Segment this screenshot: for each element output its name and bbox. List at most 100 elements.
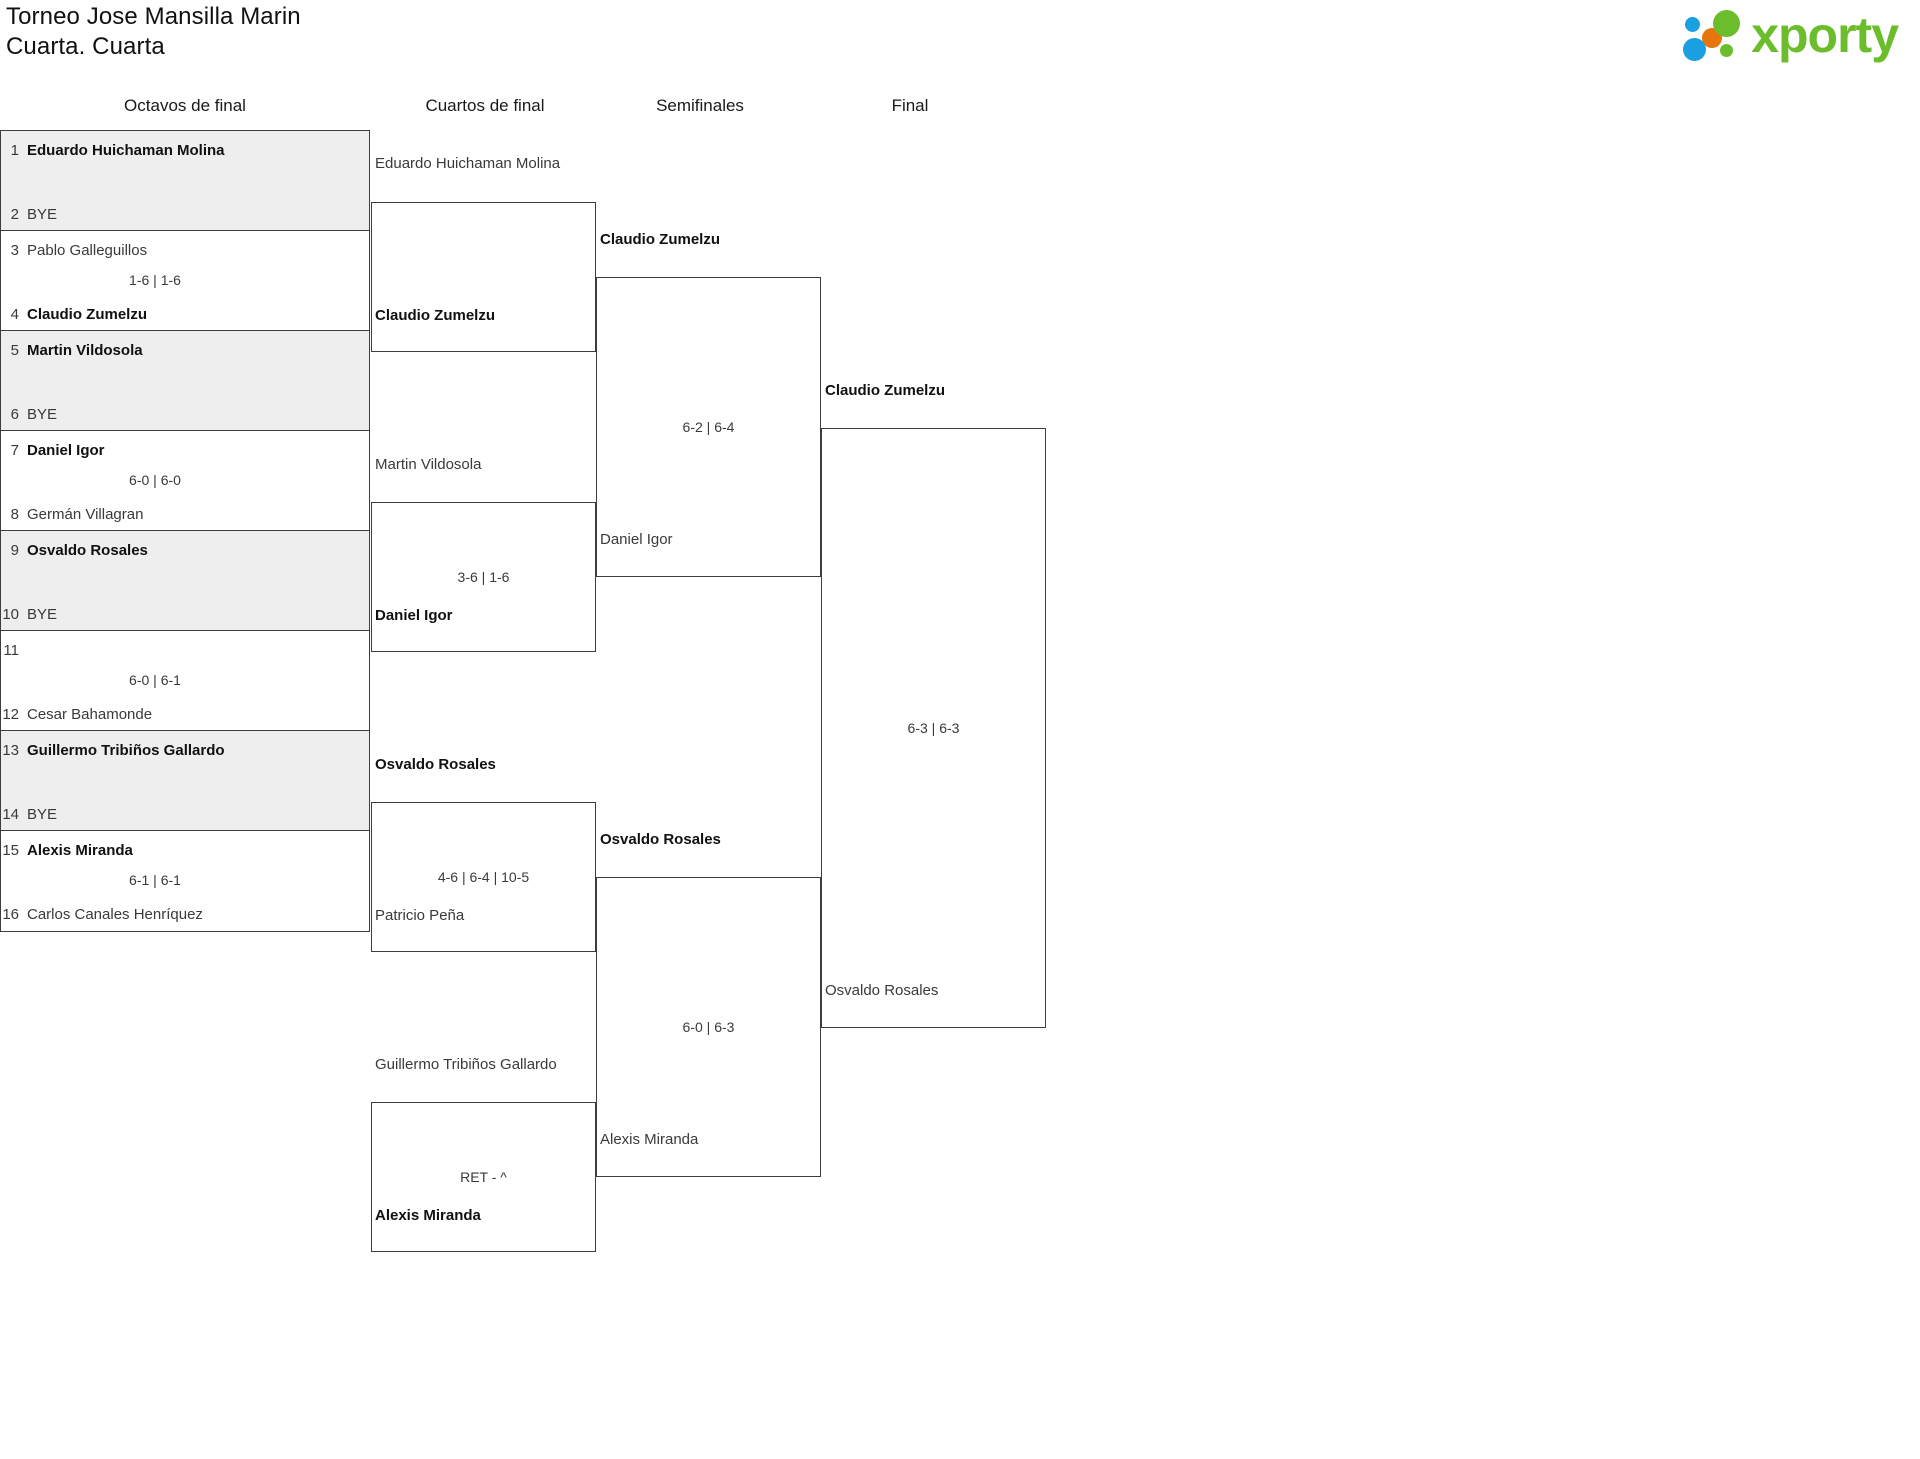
seed-number: 1 [10, 141, 19, 159]
qf-box-2[interactable]: 3-6 | 1-6 [371, 502, 596, 652]
seed-number: 3 [10, 241, 19, 259]
qf-player-top-1: Eduardo Huichaman Molina [375, 155, 561, 172]
player-name: Guillermo Tribiños Gallardo [27, 741, 225, 759]
seed-number: 6 [10, 405, 19, 423]
round1-slot-6[interactable]: 6 BYE [1, 404, 369, 424]
round1-score [1, 572, 369, 590]
qf-box-1[interactable] [371, 202, 596, 352]
qf-player-bot-4: Alexis Miranda [375, 1207, 481, 1224]
round1-slot-5[interactable]: 5 Martin Vildosola [1, 340, 369, 360]
xporty-wordmark: xporty [1751, 7, 1899, 63]
round1-slot-4[interactable]: 4 Claudio Zumelzu [1, 304, 369, 324]
round-header-octavos: Octavos de final [124, 96, 246, 115]
sf-player-top-2: Osvaldo Rosales [600, 831, 721, 848]
round-header-cuartos: Cuartos de final [425, 96, 545, 115]
round1-score [1, 772, 369, 790]
sf-player-bot-2: Alexis Miranda [600, 1131, 699, 1148]
round1-slot-2[interactable]: 2 BYE [1, 204, 369, 224]
seed-number: 9 [10, 541, 19, 559]
seed-number: 7 [10, 441, 19, 459]
round1-match-7[interactable]: 13 Guillermo Tribiños Gallardo 14 BYE [1, 731, 369, 831]
final-player-top: Claudio Zumelzu [825, 382, 945, 399]
tournament-title: Torneo Jose Mansilla Marin [6, 3, 301, 30]
qf-player-top-4: Guillermo Tribiños Gallardo [375, 1056, 557, 1073]
seed-number: 2 [10, 205, 19, 223]
final-score: 6-3 | 6-3 [907, 720, 960, 736]
sf-score-2: 6-0 | 6-3 [682, 1019, 735, 1035]
round1-match-8[interactable]: 15 Alexis Miranda 6-1 | 6-1 16 Carlos Ca… [1, 831, 369, 931]
round1-match-6[interactable]: 11 6-0 | 6-1 12 Cesar Bahamonde [1, 631, 369, 731]
round1-slot-8[interactable]: 8 Germán Villagran [1, 504, 369, 524]
player-name: Daniel Igor [27, 441, 105, 459]
seed-number: 13 [2, 741, 19, 759]
round1-score [1, 172, 369, 190]
round1-slot-1[interactable]: 1 Eduardo Huichaman Molina [1, 140, 369, 160]
round1-slot-13[interactable]: 13 Guillermo Tribiños Gallardo [1, 740, 369, 760]
round1-match-4[interactable]: 7 Daniel Igor 6-0 | 6-0 8 Germán Villagr… [1, 431, 369, 531]
tournament-header: Torneo Jose Mansilla Marin Cuarta. Cuart… [6, 2, 301, 62]
round1-score: 6-0 | 6-0 [129, 472, 181, 488]
qf-player-top-3: Osvaldo Rosales [375, 756, 496, 773]
seed-number: 15 [2, 841, 19, 859]
sf-score-1: 6-2 | 6-4 [682, 419, 735, 435]
round1-score [1, 372, 369, 390]
round1-column: 1 Eduardo Huichaman Molina 2 BYE 3 Pablo… [0, 130, 370, 932]
player-name: Cesar Bahamonde [27, 705, 153, 723]
round1-match-2[interactable]: 3 Pablo Galleguillos 1-6 | 1-6 4 Claudio… [1, 231, 369, 331]
round-header-semifinales: Semifinales [656, 96, 744, 115]
final-player-bot: Osvaldo Rosales [825, 982, 939, 999]
sf-box-1[interactable]: 6-2 | 6-4 [596, 277, 821, 577]
player-name: Martin Vildosola [27, 341, 143, 359]
qf-player-bot-3: Patricio Peña [375, 907, 465, 924]
round1-slot-9[interactable]: 9 Osvaldo Rosales [1, 540, 369, 560]
player-name: Carlos Canales Henríquez [27, 905, 203, 923]
round1-slot-16[interactable]: 16 Carlos Canales Henríquez [1, 904, 369, 924]
round1-slot-7[interactable]: 7 Daniel Igor [1, 440, 369, 460]
round1-match-5[interactable]: 9 Osvaldo Rosales 10 BYE [1, 531, 369, 631]
xporty-dots-icon [1683, 8, 1745, 62]
round1-slot-3[interactable]: 3 Pablo Galleguillos [1, 240, 369, 260]
player-name: BYE [27, 805, 58, 823]
sf-player-bot-1: Daniel Igor [600, 531, 673, 548]
qf-box-3[interactable]: 4-6 | 6-4 | 10-5 [371, 802, 596, 952]
xporty-logo[interactable]: xporty [1683, 7, 1899, 63]
round-header-final: Final [891, 96, 929, 115]
round1-slot-10[interactable]: 10 BYE [1, 604, 369, 624]
player-name: Alexis Miranda [27, 841, 133, 859]
qf-score-4: RET - ^ [460, 1169, 507, 1185]
seed-number: 4 [10, 305, 19, 323]
round1-slot-15[interactable]: 15 Alexis Miranda [1, 840, 369, 860]
tournament-category: Cuarta. Cuarta [6, 33, 165, 60]
player-name: Claudio Zumelzu [27, 305, 147, 323]
seed-number: 10 [2, 605, 19, 623]
player-name: BYE [27, 205, 58, 223]
seed-number: 16 [2, 905, 19, 923]
final-box[interactable]: 6-3 | 6-3 [821, 428, 1046, 1028]
player-name: BYE [27, 405, 58, 423]
seed-number: 14 [2, 805, 19, 823]
player-name: Germán Villagran [27, 505, 144, 523]
sf-player-top-1: Claudio Zumelzu [600, 231, 720, 248]
seed-number: 11 [3, 641, 19, 659]
sf-box-2[interactable]: 6-0 | 6-3 [596, 877, 821, 1177]
qf-score-2: 3-6 | 1-6 [457, 569, 510, 585]
seed-number: 8 [10, 505, 19, 523]
round1-slot-12[interactable]: 12 Cesar Bahamonde [1, 704, 369, 724]
round1-score: 6-1 | 6-1 [129, 872, 181, 888]
qf-score-3: 4-6 | 6-4 | 10-5 [437, 869, 530, 885]
qf-player-top-2: Martin Vildosola [375, 456, 482, 473]
round1-score: 6-0 | 6-1 [129, 672, 181, 688]
round1-match-3[interactable]: 5 Martin Vildosola 6 BYE [1, 331, 369, 431]
round1-slot-14[interactable]: 14 BYE [1, 804, 369, 824]
player-name: Pablo Galleguillos [27, 241, 148, 259]
player-name: Eduardo Huichaman Molina [27, 141, 225, 159]
round1-match-1[interactable]: 1 Eduardo Huichaman Molina 2 BYE [1, 131, 369, 231]
qf-box-4[interactable]: RET - ^ [371, 1102, 596, 1252]
qf-player-bot-2: Daniel Igor [375, 607, 453, 624]
round1-score: 1-6 | 1-6 [129, 272, 181, 288]
seed-number: 5 [10, 341, 19, 359]
player-name: Osvaldo Rosales [27, 541, 148, 559]
round1-slot-11[interactable]: 11 [1, 640, 369, 660]
qf-player-bot-1: Claudio Zumelzu [375, 307, 495, 324]
